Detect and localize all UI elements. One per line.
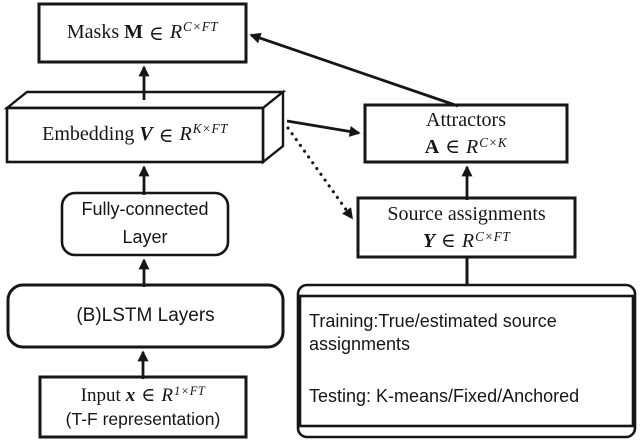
embedding-element-of-symbol: ∈: [158, 122, 174, 147]
source-assignments-symbol: Y: [422, 230, 436, 252]
embedding-superscript: K×FT: [192, 120, 228, 136]
source-assignments-set-symbol: R: [461, 230, 475, 252]
source-assignments-box-label: Source assignments Y∈RC×FT: [360, 200, 573, 255]
source-assignments-element-of-symbol: ∈: [441, 228, 456, 252]
attractors-symbol: A: [424, 136, 440, 158]
fully-connected-line2: Layer: [122, 227, 168, 247]
input-symbol: x: [125, 385, 136, 406]
source-assignments-math-line: Y∈RC×FT: [423, 227, 510, 254]
input-element-of-symbol: ∈: [141, 384, 156, 406]
embedding-to-attractors-arrow: [286, 119, 361, 137]
modes-box-inner: [298, 294, 635, 428]
fully-connected-box-label: Fully-connected Layer: [64, 195, 226, 253]
blstm-box: [6, 283, 285, 349]
source-assignments-word: Source assignments: [387, 203, 546, 225]
attractors-set-symbol: R: [466, 136, 479, 158]
input-box: [38, 375, 248, 439]
blstm-box-label: (B)LSTM Layers: [76, 305, 215, 326]
input-word: Input: [80, 385, 121, 406]
input-subtitle: (T-F representation): [65, 409, 221, 429]
masks-superscript: C×FT: [183, 18, 219, 34]
attractors-to-masks-arrow: [249, 32, 459, 108]
attractors-word: Attractors: [426, 109, 506, 131]
masks-word: Masks: [66, 21, 120, 43]
attractors-box-label: Attractors A∈RC×K: [367, 107, 565, 160]
fully-connected-line1: Fully-connected: [81, 199, 209, 220]
attractors-element-of-symbol: ∈: [445, 134, 461, 158]
attractors-math-line: A∈RC×K: [425, 133, 507, 160]
embedding-box: [5, 106, 265, 164]
embedding-to-source-dotted-arrow: [286, 126, 354, 220]
input-set-symbol: R: [161, 385, 173, 406]
testing-mode-text: Testing: K-means/Fixed/Anchored: [309, 386, 580, 407]
masks-symbol: M: [124, 21, 143, 43]
attractors-box: [363, 103, 569, 164]
embedding-symbol: V: [139, 123, 153, 145]
training-mode-text: Training:True/estimated source assignmen…: [309, 311, 557, 355]
embedding-word: Embedding: [42, 123, 135, 145]
source-assignments-superscript: C×FT: [475, 229, 511, 245]
modes-text-block: Training:True/estimated source assignmen…: [309, 310, 615, 408]
embedding-set-symbol: R: [179, 123, 192, 145]
masks-box: [37, 2, 248, 64]
input-superscript: 1×FT: [173, 384, 206, 399]
attractors-superscript: C×K: [479, 135, 508, 151]
source-assignments-box: [356, 196, 577, 259]
masks-set-symbol: R: [169, 21, 183, 43]
masks-element-of-symbol: ∈: [149, 20, 164, 45]
